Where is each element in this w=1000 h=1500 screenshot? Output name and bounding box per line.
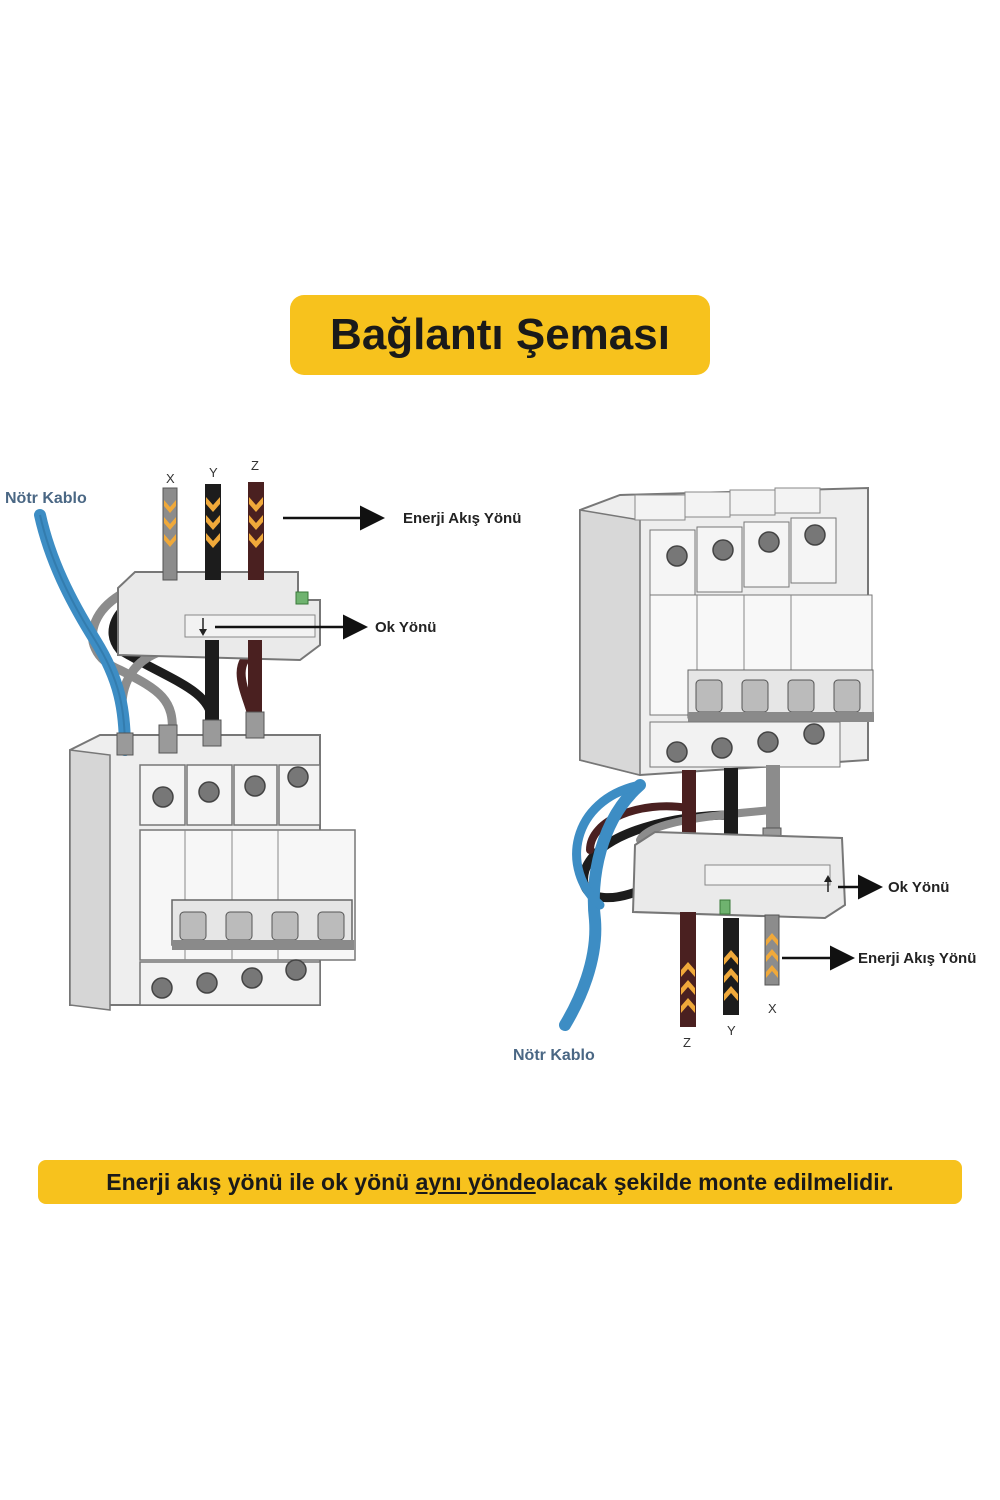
- right-phase-z-label: Z: [683, 1035, 691, 1050]
- right-flow-markers: [681, 933, 778, 1013]
- left-arrow-direction-label: Ok Yönü: [375, 619, 436, 636]
- right-module: [631, 830, 847, 920]
- left-neutral-label: Nötr Kablo: [5, 490, 87, 507]
- right-assembly: Nötr Kablo Z Y X Ok Yönü Enerji Akış Yön…: [513, 486, 976, 1064]
- right-energy-flow-label: Enerji Akış Yönü: [858, 950, 976, 967]
- left-module: [117, 571, 321, 662]
- note-text-emphasis: aynı yönde: [415, 1168, 536, 1195]
- left-flow-markers: [164, 497, 263, 548]
- right-neutral-label: Nötr Kablo: [513, 1047, 595, 1064]
- right-phase-x-label: X: [768, 1001, 777, 1016]
- right-arrow-direction-label: Ok Yönü: [888, 879, 949, 896]
- page-title: Bağlantı Şeması: [330, 310, 670, 359]
- left-phase-x-label: X: [166, 471, 175, 486]
- right-neutral-cable: [559, 779, 646, 1031]
- note-text-start: Enerji akış yönü ile ok yönü: [106, 1168, 410, 1195]
- mounting-note: Enerji akış yönü ile ok yönü aynı yönde …: [38, 1160, 962, 1204]
- left-phase-z-label: Z: [251, 458, 259, 473]
- left-phase-y-label: Y: [209, 465, 218, 480]
- left-energy-flow-label: Enerji Akış Yönü: [403, 510, 521, 527]
- left-assembly: Nötr Kablo X Y Z Enerji Akış Yönü Ok Yön…: [5, 458, 521, 1011]
- right-phase-y-label: Y: [727, 1023, 736, 1038]
- title-banner: Bağlantı Şeması: [290, 295, 710, 375]
- left-breaker-block: [69, 734, 356, 1011]
- right-breaker-block: [579, 486, 874, 777]
- note-text-end: olacak şekilde monte edilmelidir.: [535, 1168, 894, 1195]
